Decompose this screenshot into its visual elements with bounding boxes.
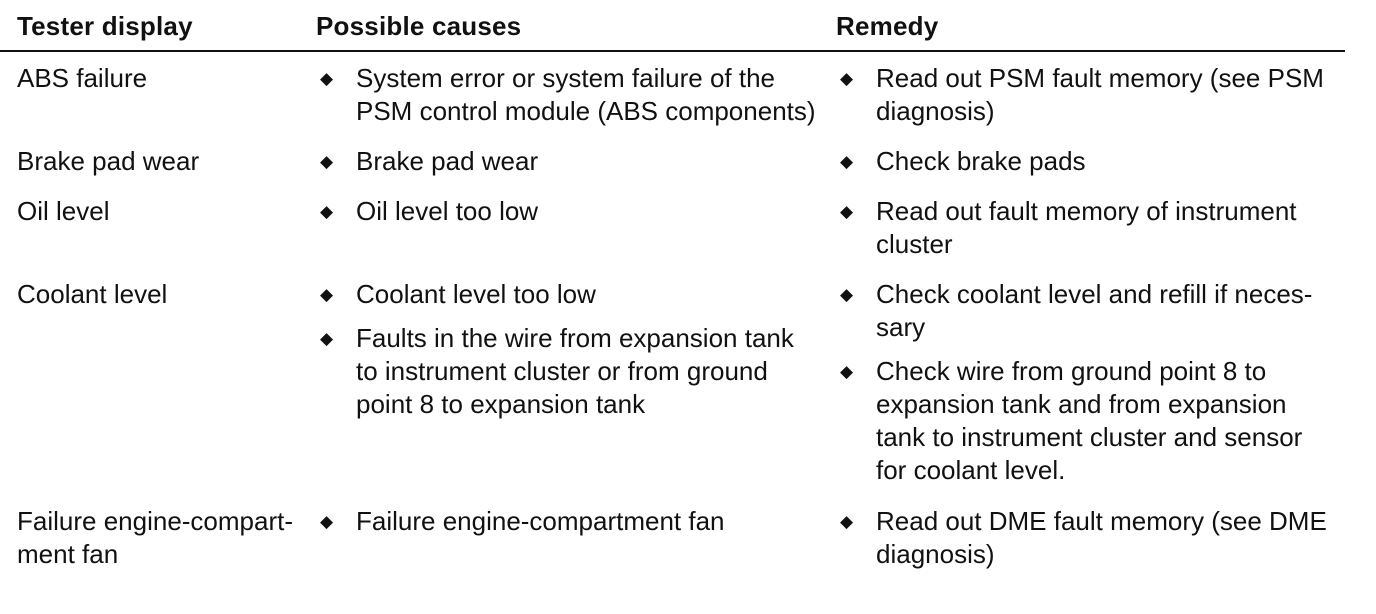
diamond-bullet-icon: ◆ bbox=[320, 329, 334, 348]
tester-display-text: ABS failure bbox=[17, 63, 148, 93]
remedy-item: ◆ Read out fault memory of instrument clu… bbox=[836, 195, 1336, 261]
diamond-bullet-icon: ◆ bbox=[840, 69, 854, 88]
tester-display-cell: Oil level bbox=[17, 195, 302, 228]
cause-cell: ◆ Coolant level too low ◆ Faults in the wir… bbox=[316, 278, 821, 421]
cause-text: Brake pad wear bbox=[356, 146, 539, 176]
diamond-bullet-icon: ◆ bbox=[320, 152, 334, 171]
diamond-bullet-icon: ◆ bbox=[840, 512, 854, 531]
cause-item: ◆ System error or system failure of the P… bbox=[316, 62, 821, 128]
remedy-cell: ◆ Read out PSM fault memory (see PSM diag… bbox=[836, 62, 1336, 128]
diamond-bullet-icon: ◆ bbox=[320, 512, 334, 531]
remedy-item: ◆ Check coolant level and refill if neces… bbox=[836, 278, 1336, 344]
diamond-bullet-icon: ◆ bbox=[320, 202, 334, 221]
cause-item: ◆ Coolant level too low bbox=[316, 278, 821, 311]
tester-display-text: Coolant level bbox=[17, 279, 168, 309]
tester-display-cell: Brake pad wear bbox=[17, 145, 302, 178]
cause-item: ◆ Failure engine-compartment fan bbox=[316, 505, 821, 538]
cause-text: Faults in the wire from expansion tank t… bbox=[356, 323, 794, 419]
remedy-text: Check wire from ground point 8 to expans… bbox=[876, 356, 1303, 485]
remedy-item: ◆ Read out DME fault memory (see DME diag… bbox=[836, 505, 1336, 571]
tester-display-text: Failure engine-compart- ment fan bbox=[17, 506, 294, 569]
remedy-text: Check coolant level and refill if neces-… bbox=[876, 279, 1313, 342]
tester-display-cell: ABS failure bbox=[17, 62, 302, 95]
tester-display-cell: Failure engine-compart- ment fan bbox=[17, 505, 302, 571]
cause-cell: ◆ System error or system failure of the P… bbox=[316, 62, 821, 128]
diamond-bullet-icon: ◆ bbox=[320, 69, 334, 88]
diamond-bullet-icon: ◆ bbox=[840, 362, 854, 381]
remedy-cell: ◆ Read out DME fault memory (see DME diag… bbox=[836, 505, 1336, 571]
header-remedy: Remedy bbox=[836, 11, 939, 41]
remedy-text: Read out DME fault memory (see DME diagn… bbox=[876, 506, 1327, 569]
diamond-bullet-icon: ◆ bbox=[840, 152, 854, 171]
remedy-text: Read out fault memory of instrument clus… bbox=[876, 196, 1297, 259]
diamond-bullet-icon: ◆ bbox=[840, 202, 854, 221]
cause-item: ◆ Faults in the wire from expansion tank … bbox=[316, 322, 821, 421]
remedy-cell: ◆ Check coolant level and refill if neces… bbox=[836, 278, 1336, 487]
diamond-bullet-icon: ◆ bbox=[320, 285, 334, 304]
tester-display-cell: Coolant level bbox=[17, 278, 302, 311]
cause-item: ◆ Brake pad wear bbox=[316, 145, 821, 178]
table-header: Tester display Possible causes Remedy bbox=[0, 0, 1345, 52]
tester-display-text: Brake pad wear bbox=[17, 146, 200, 176]
diamond-bullet-icon: ◆ bbox=[840, 285, 854, 304]
cause-cell: ◆ Oil level too low bbox=[316, 195, 821, 228]
cause-cell: ◆ Brake pad wear bbox=[316, 145, 821, 178]
cause-cell: ◆ Failure engine-compartment fan bbox=[316, 505, 821, 538]
cause-text: Coolant level too low bbox=[356, 279, 596, 309]
remedy-cell: ◆ Check brake pads bbox=[836, 145, 1336, 178]
tester-display-text: Oil level bbox=[17, 196, 110, 226]
remedy-text: Read out PSM fault memory (see PSM diagn… bbox=[876, 63, 1324, 126]
diagnosis-table: Tester display Possible causes Remedy AB… bbox=[0, 0, 1345, 569]
cause-text: Oil level too low bbox=[356, 196, 539, 226]
cause-text: Failure engine-compartment fan bbox=[356, 506, 725, 536]
remedy-text: Check brake pads bbox=[876, 146, 1086, 176]
remedy-item: ◆ Check wire from ground point 8 to expan… bbox=[836, 355, 1336, 487]
remedy-item: ◆ Check brake pads bbox=[836, 145, 1336, 178]
remedy-cell: ◆ Read out fault memory of instrument clu… bbox=[836, 195, 1336, 261]
cause-text: System error or system failure of the PS… bbox=[356, 63, 816, 126]
cause-item: ◆ Oil level too low bbox=[316, 195, 821, 228]
header-tester-display: Tester display bbox=[17, 11, 193, 41]
remedy-item: ◆ Read out PSM fault memory (see PSM diag… bbox=[836, 62, 1336, 128]
header-possible-causes: Possible causes bbox=[316, 11, 522, 41]
